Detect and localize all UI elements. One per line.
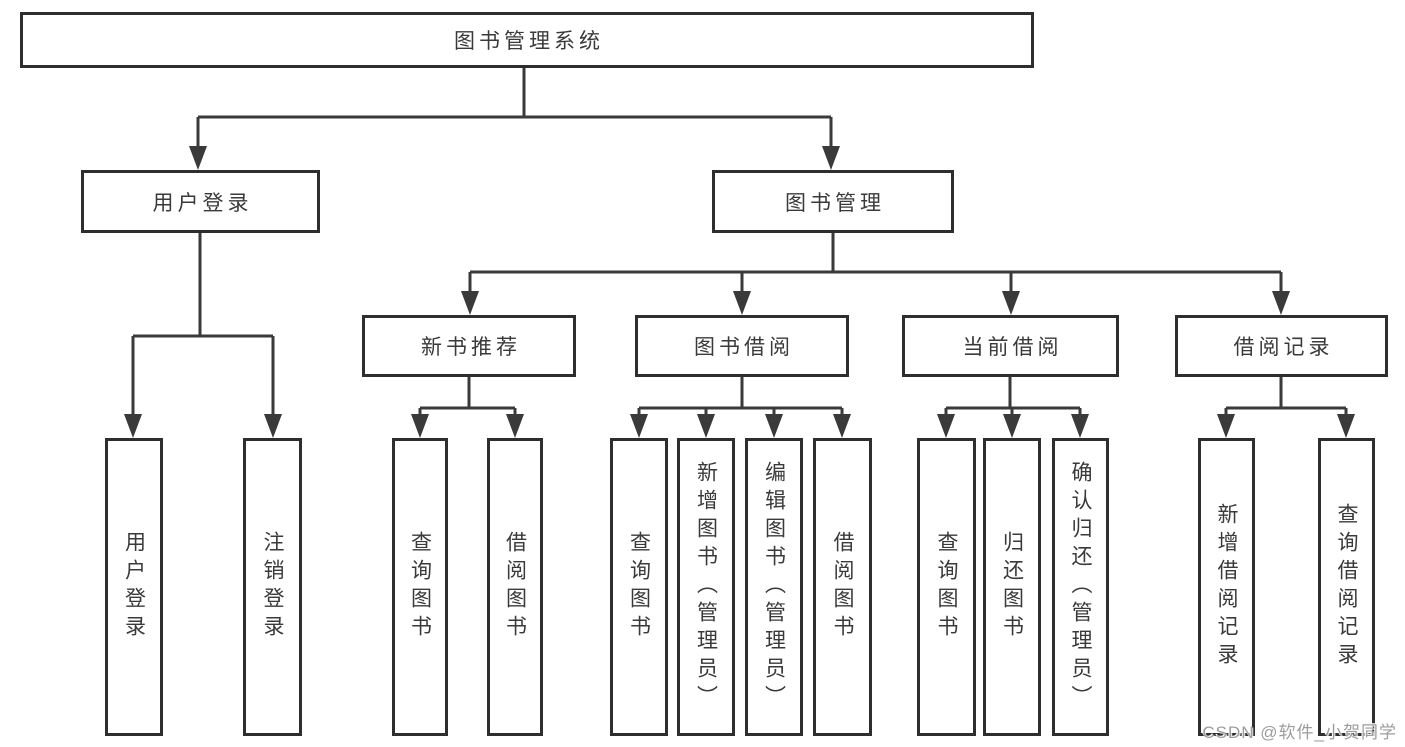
leaf-query-books-recommend: 查询图书 — [392, 438, 448, 736]
leaf-add-book-admin: 新增图书（管理员） — [677, 438, 735, 736]
leaf-borrow-books-recommend: 借阅图书 — [487, 438, 543, 736]
leaf-query-borrow-record: 查询借阅记录 — [1318, 438, 1375, 736]
leaf-query-books-borrowing: 查询图书 — [610, 438, 668, 736]
leaf-add-borrow-record: 新增借阅记录 — [1198, 438, 1255, 736]
leaf-return-book: 归还图书 — [983, 438, 1041, 736]
node-user-login: 用户登录 — [81, 170, 320, 233]
watermark-text: CSDN @软件_小贺同学 — [1202, 723, 1397, 742]
node-book-borrowing: 图书借阅 — [635, 315, 849, 377]
arrowhead-icons — [124, 146, 1355, 438]
node-book-management: 图书管理 — [712, 170, 954, 233]
leaf-confirm-return-admin: 确认归还（管理员） — [1052, 438, 1109, 736]
node-current-borrowing: 当前借阅 — [902, 315, 1119, 377]
node-borrowing-records: 借阅记录 — [1175, 315, 1388, 377]
leaf-borrow-books-borrowing: 借阅图书 — [813, 438, 872, 736]
leaf-logout: 注销登录 — [243, 438, 302, 736]
leaf-edit-book-admin: 编辑图书（管理员） — [745, 438, 803, 736]
leaf-user-login: 用户登录 — [105, 438, 163, 736]
node-library-management-system: 图书管理系统 — [20, 12, 1034, 68]
node-new-book-recommend: 新书推荐 — [362, 315, 576, 377]
connector-paths — [131, 68, 1348, 418]
leaf-query-books-current: 查询图书 — [917, 438, 976, 736]
